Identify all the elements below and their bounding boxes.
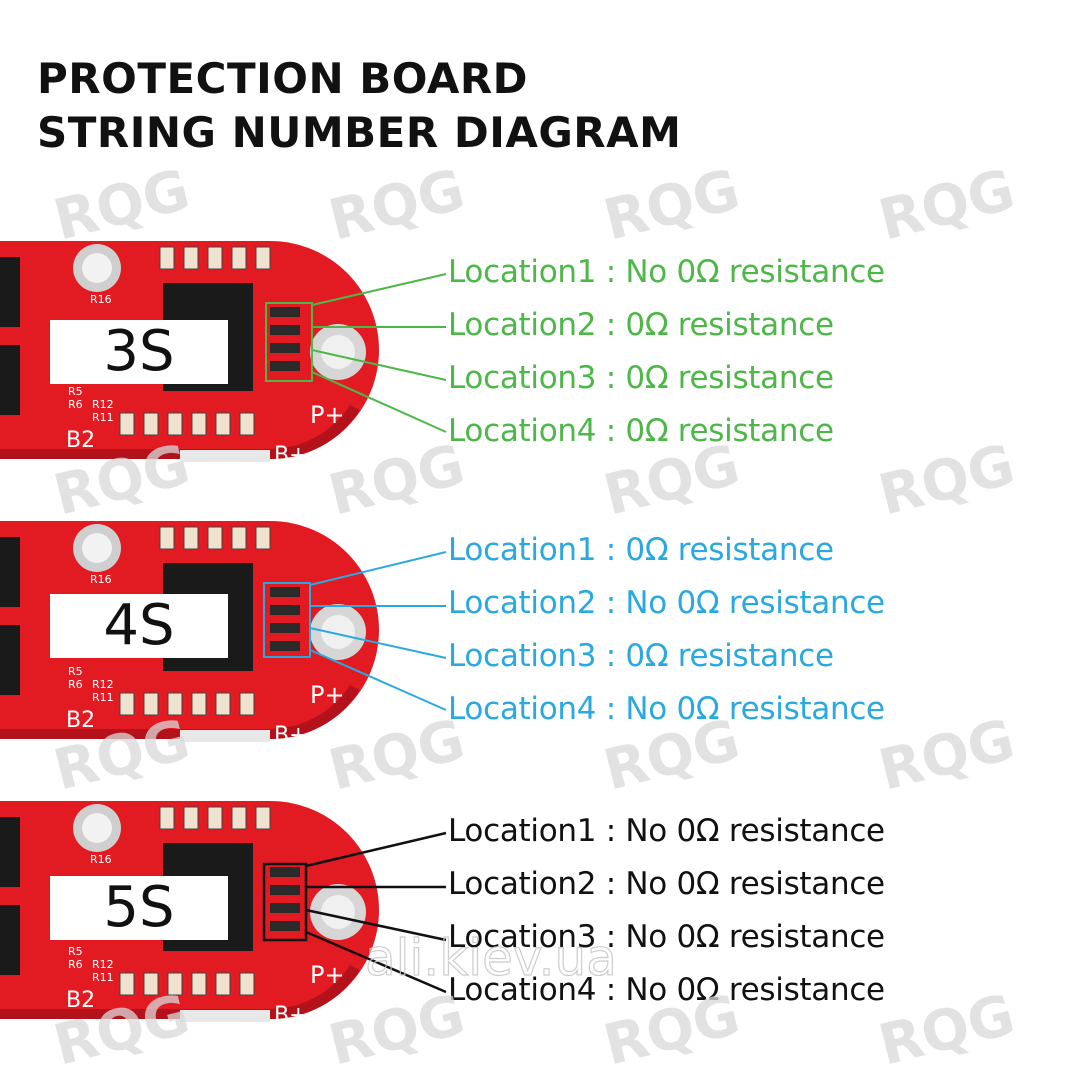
pcb-edge-shade xyxy=(0,685,360,740)
mosfet xyxy=(0,537,20,607)
location-label-4s-2: Location2 : No 0Ω resistance xyxy=(448,585,885,621)
page-title: PROTECTION BOARD STRING NUMBER DIAGRAM xyxy=(37,52,681,160)
mosfet xyxy=(0,625,20,695)
title-line-1: PROTECTION BOARD xyxy=(37,54,529,103)
test-pads xyxy=(180,450,270,462)
silk-r11: R11 xyxy=(92,691,114,704)
resistor-row xyxy=(119,526,271,716)
silk-r11: R11 xyxy=(92,411,114,424)
test-pads xyxy=(180,730,270,742)
mount-hole-inner xyxy=(82,533,112,563)
silk-b2: B2 xyxy=(66,708,95,733)
silk-r12: R12 xyxy=(92,678,114,691)
silk-r6: R6 xyxy=(68,958,83,971)
pcb-edge-shade xyxy=(0,965,360,1020)
location-label-4s-3: Location3 : 0Ω resistance xyxy=(448,638,834,674)
watermark-rqg: RQG xyxy=(873,982,1021,1078)
location-label-4s-4: Location4 : No 0Ω resistance xyxy=(448,691,885,727)
silk-r16: R16 xyxy=(90,853,112,866)
watermark-rqg: RQG xyxy=(598,157,746,253)
silk-r12: R12 xyxy=(92,398,114,411)
silk-r11: R11 xyxy=(92,971,114,984)
mosfet xyxy=(0,905,20,975)
silk-b2: B2 xyxy=(66,988,95,1013)
silk-r5: R5 xyxy=(68,665,83,678)
mount-hole-inner xyxy=(82,813,112,843)
silk-pplus: P+ xyxy=(310,681,345,709)
pplus-pad-inner xyxy=(321,335,355,369)
string-label-5s: 5S xyxy=(50,876,228,940)
silk-r5: R5 xyxy=(68,385,83,398)
silk-pplus: P+ xyxy=(310,401,345,429)
silk-bplus: B+ xyxy=(274,1003,308,1025)
silk-r5: R5 xyxy=(68,945,83,958)
location-label-5s-1: Location1 : No 0Ω resistance xyxy=(448,813,885,849)
silk-r12: R12 xyxy=(92,958,114,971)
resistor-row xyxy=(119,246,271,436)
silk-bplus: B+ xyxy=(274,443,308,465)
mount-hole-inner xyxy=(82,253,112,283)
silk-pplus: P+ xyxy=(310,961,345,989)
silk-r16: R16 xyxy=(90,573,112,586)
mosfet xyxy=(0,345,20,415)
test-pads xyxy=(180,1010,270,1022)
location-label-5s-4: Location4 : No 0Ω resistance xyxy=(448,972,885,1008)
mosfet xyxy=(0,817,20,887)
watermark-rqg: RQG xyxy=(873,157,1021,253)
location-label-3s-1: Location1 : No 0Ω resistance xyxy=(448,254,885,290)
pplus-pad-inner xyxy=(321,895,355,929)
location-label-3s-3: Location3 : 0Ω resistance xyxy=(448,360,834,396)
watermark-rqg: RQG xyxy=(873,432,1021,528)
location-label-5s-2: Location2 : No 0Ω resistance xyxy=(448,866,885,902)
silk-r6: R6 xyxy=(68,678,83,691)
watermark-rqg: RQG xyxy=(873,707,1021,803)
location-label-3s-2: Location2 : 0Ω resistance xyxy=(448,307,834,343)
title-line-2: STRING NUMBER DIAGRAM xyxy=(37,108,682,157)
pcb-edge-shade xyxy=(0,405,360,460)
mosfet xyxy=(0,257,20,327)
silk-bplus: B+ xyxy=(274,723,308,745)
silk-r6: R6 xyxy=(68,398,83,411)
pplus-pad-inner xyxy=(321,615,355,649)
silk-r16: R16 xyxy=(90,293,112,306)
location-label-4s-1: Location1 : 0Ω resistance xyxy=(448,532,834,568)
resistor-row xyxy=(119,806,271,996)
location-label-3s-4: Location4 : 0Ω resistance xyxy=(448,413,834,449)
location-label-5s-3: Location3 : No 0Ω resistance xyxy=(448,919,885,955)
silk-b2: B2 xyxy=(66,428,95,453)
string-label-3s: 3S xyxy=(50,320,228,384)
string-label-4s: 4S xyxy=(50,594,228,658)
